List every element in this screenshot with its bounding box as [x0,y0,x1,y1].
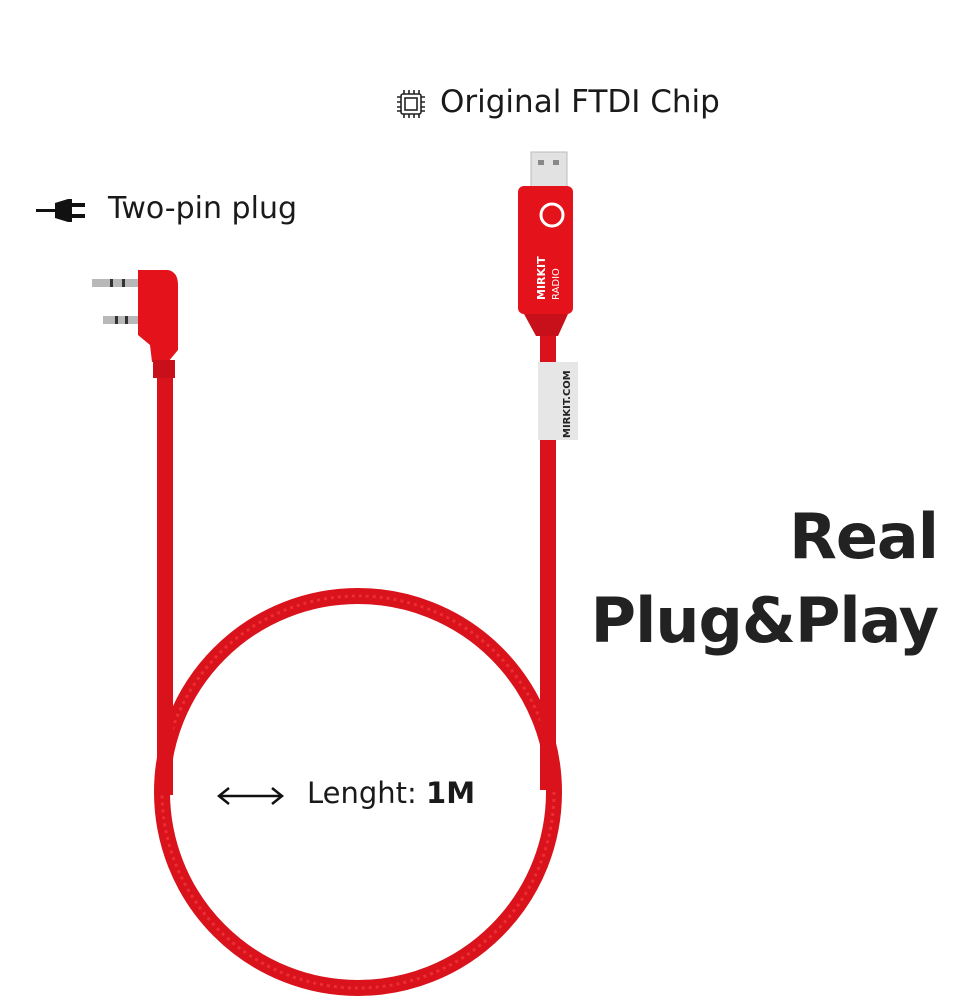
svg-text:RADIO: RADIO [551,268,562,300]
length-label: Lenght: 1M [307,776,475,810]
length-value: 1M [426,776,476,810]
plug-icon [36,199,85,222]
length-prefix: Lenght: [307,776,427,810]
cable-left [157,375,173,795]
two-pin-plug [92,270,178,378]
headline-line-1: Real [789,500,939,573]
usb-connector: MIRKIT RADIO MIRKIT.COM [518,151,578,440]
double-arrow-icon [216,787,285,805]
two-pin-plug-label: Two-pin plug [108,191,297,226]
chip-icon [397,90,425,118]
svg-text:MIRKIT: MIRKIT [535,256,548,300]
headline-line-2: Plug&Play [590,584,939,657]
ftdi-chip-label: Original FTDI Chip [440,84,720,120]
svg-text:MIRKIT.COM: MIRKIT.COM [562,370,573,438]
cable-right [540,330,556,790]
